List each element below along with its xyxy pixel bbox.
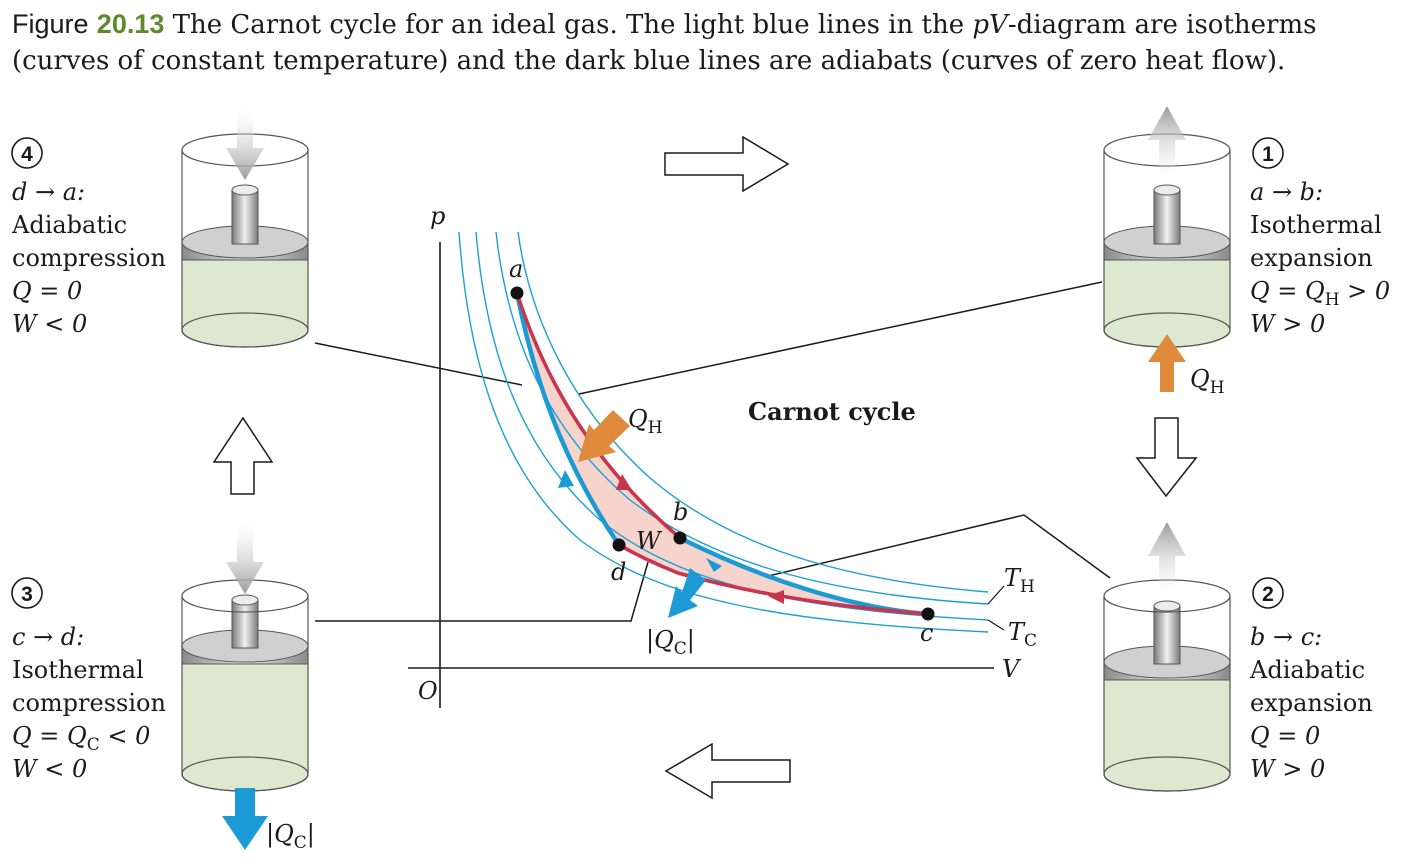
stage-1-name-1: Isothermal — [1250, 211, 1382, 239]
pv-graph: p V O a b c d W — [408, 202, 1037, 708]
isotherm-1 — [458, 231, 989, 633]
cylinder-4 — [181, 100, 309, 348]
stage-3-q: Q = QC < 0 — [12, 722, 150, 755]
flow-arrows — [212, 135, 1198, 800]
leader-line-2 — [759, 514, 1111, 579]
caption-pv: pV — [972, 10, 1008, 40]
arrowhead-da — [558, 470, 574, 488]
stage-3-label: 3 c → d: Isothermal compression Q = QC <… — [11, 577, 315, 853]
stage-1-number: 1 — [1262, 143, 1274, 166]
stage-2-name-2: expansion — [1250, 689, 1373, 717]
push-arrow-4 — [226, 100, 264, 180]
point-c — [921, 607, 935, 621]
flow-arrow-down — [1135, 417, 1198, 498]
rise-arrow-1 — [1148, 106, 1186, 186]
arrowhead-ab — [616, 474, 632, 490]
stage-4-number: 4 — [21, 143, 33, 166]
cylinder-3 — [181, 514, 309, 850]
v-axis-label: V — [1002, 655, 1022, 683]
stage-1-name-2: expansion — [1250, 244, 1373, 272]
cylinder-2 — [1103, 522, 1231, 792]
stage-3-w: W < 0 — [12, 755, 87, 783]
stage-3-name-1: Isothermal — [12, 656, 144, 684]
tc-label: TC — [1008, 618, 1037, 651]
figure-caption: Figure 20.13 The Carnot cycle for an ide… — [12, 6, 1412, 79]
stage-4-w: W < 0 — [12, 310, 87, 338]
qc-graph-arrow — [668, 568, 706, 618]
isotherm-path-ab — [515, 292, 682, 540]
figure-word: Figure — [12, 9, 89, 39]
stage-1-w: W > 0 — [1250, 310, 1325, 338]
point-d-label: d — [611, 558, 626, 586]
push-arrow-3 — [226, 514, 264, 594]
arrowhead-bc — [706, 558, 722, 572]
figure-number: 20.13 — [96, 9, 165, 39]
stage-3-name-2: compression — [12, 689, 166, 717]
leader-line-4 — [314, 342, 523, 386]
qc-graph-label: |QC| — [646, 626, 695, 659]
isotherms — [458, 231, 989, 633]
stage-4-name-2: compression — [12, 244, 166, 272]
point-b — [673, 531, 687, 545]
qh-graph-arrow — [578, 410, 630, 462]
isotherm-4 — [517, 231, 989, 593]
heat-in-arrow-1 — [1148, 334, 1186, 392]
stage-3-heat: |QC| — [266, 820, 315, 853]
point-a — [510, 286, 524, 300]
flow-arrow-right — [664, 135, 790, 193]
stage-4-q: Q = 0 — [12, 277, 82, 305]
adiabat-da — [514, 292, 621, 547]
stage-2-w: W > 0 — [1250, 755, 1325, 783]
stage-2-name-1: Adiabatic — [1249, 656, 1365, 684]
stage-3-transition: c → d: — [12, 623, 84, 651]
point-c-label: c — [920, 619, 933, 647]
stage-4-label: 4 d → a: Adiabatic compression Q = 0 W <… — [11, 137, 166, 338]
heat-out-arrow-3 — [222, 788, 268, 850]
cycle-area — [517, 293, 928, 614]
point-b-label: b — [673, 498, 688, 526]
stage-4-name-1: Adiabatic — [11, 211, 127, 239]
stage-2-label: 2 b → c: Adiabatic expansion Q = 0 W > 0 — [1249, 577, 1373, 783]
arrowhead-cd — [768, 590, 784, 604]
flow-arrow-up — [212, 416, 274, 495]
stage-2-q: Q = 0 — [1250, 722, 1320, 750]
qh-graph-label: QH — [628, 405, 663, 438]
caption-text-2: -diagram are isotherms (curves of consta… — [12, 10, 1317, 76]
th-label: TH — [1004, 564, 1035, 597]
leader-lines — [314, 281, 1111, 622]
stage-1-heat: QH — [1190, 365, 1225, 398]
stage-4-transition: d → a: — [12, 178, 85, 206]
rise-arrow-2 — [1148, 522, 1186, 602]
p-axis-label: p — [430, 202, 445, 230]
stage-1-q: Q = QH > 0 — [1250, 277, 1390, 310]
work-label: W — [636, 527, 663, 555]
point-a-label: a — [509, 255, 523, 283]
isotherm-path-cd — [618, 543, 929, 616]
isotherm-3 — [495, 231, 989, 605]
leader-line-1 — [578, 281, 1103, 395]
origin-label: O — [418, 677, 438, 705]
cylinder-1 — [1103, 106, 1231, 392]
stage-2-number: 2 — [1262, 583, 1274, 606]
stage-1-label: 1 a → b: Isothermal expansion Q = QH > 0… — [1190, 137, 1390, 398]
point-d — [612, 538, 626, 552]
leader-line-3 — [315, 561, 649, 622]
stage-3-number: 3 — [21, 583, 33, 606]
caption-text-1: The Carnot cycle for an ideal gas. The l… — [172, 10, 965, 40]
flow-arrow-left — [664, 742, 791, 800]
graph-title: Carnot cycle — [748, 397, 916, 426]
stage-1-transition: a → b: — [1250, 178, 1323, 206]
stage-2-transition: b → c: — [1250, 623, 1322, 651]
